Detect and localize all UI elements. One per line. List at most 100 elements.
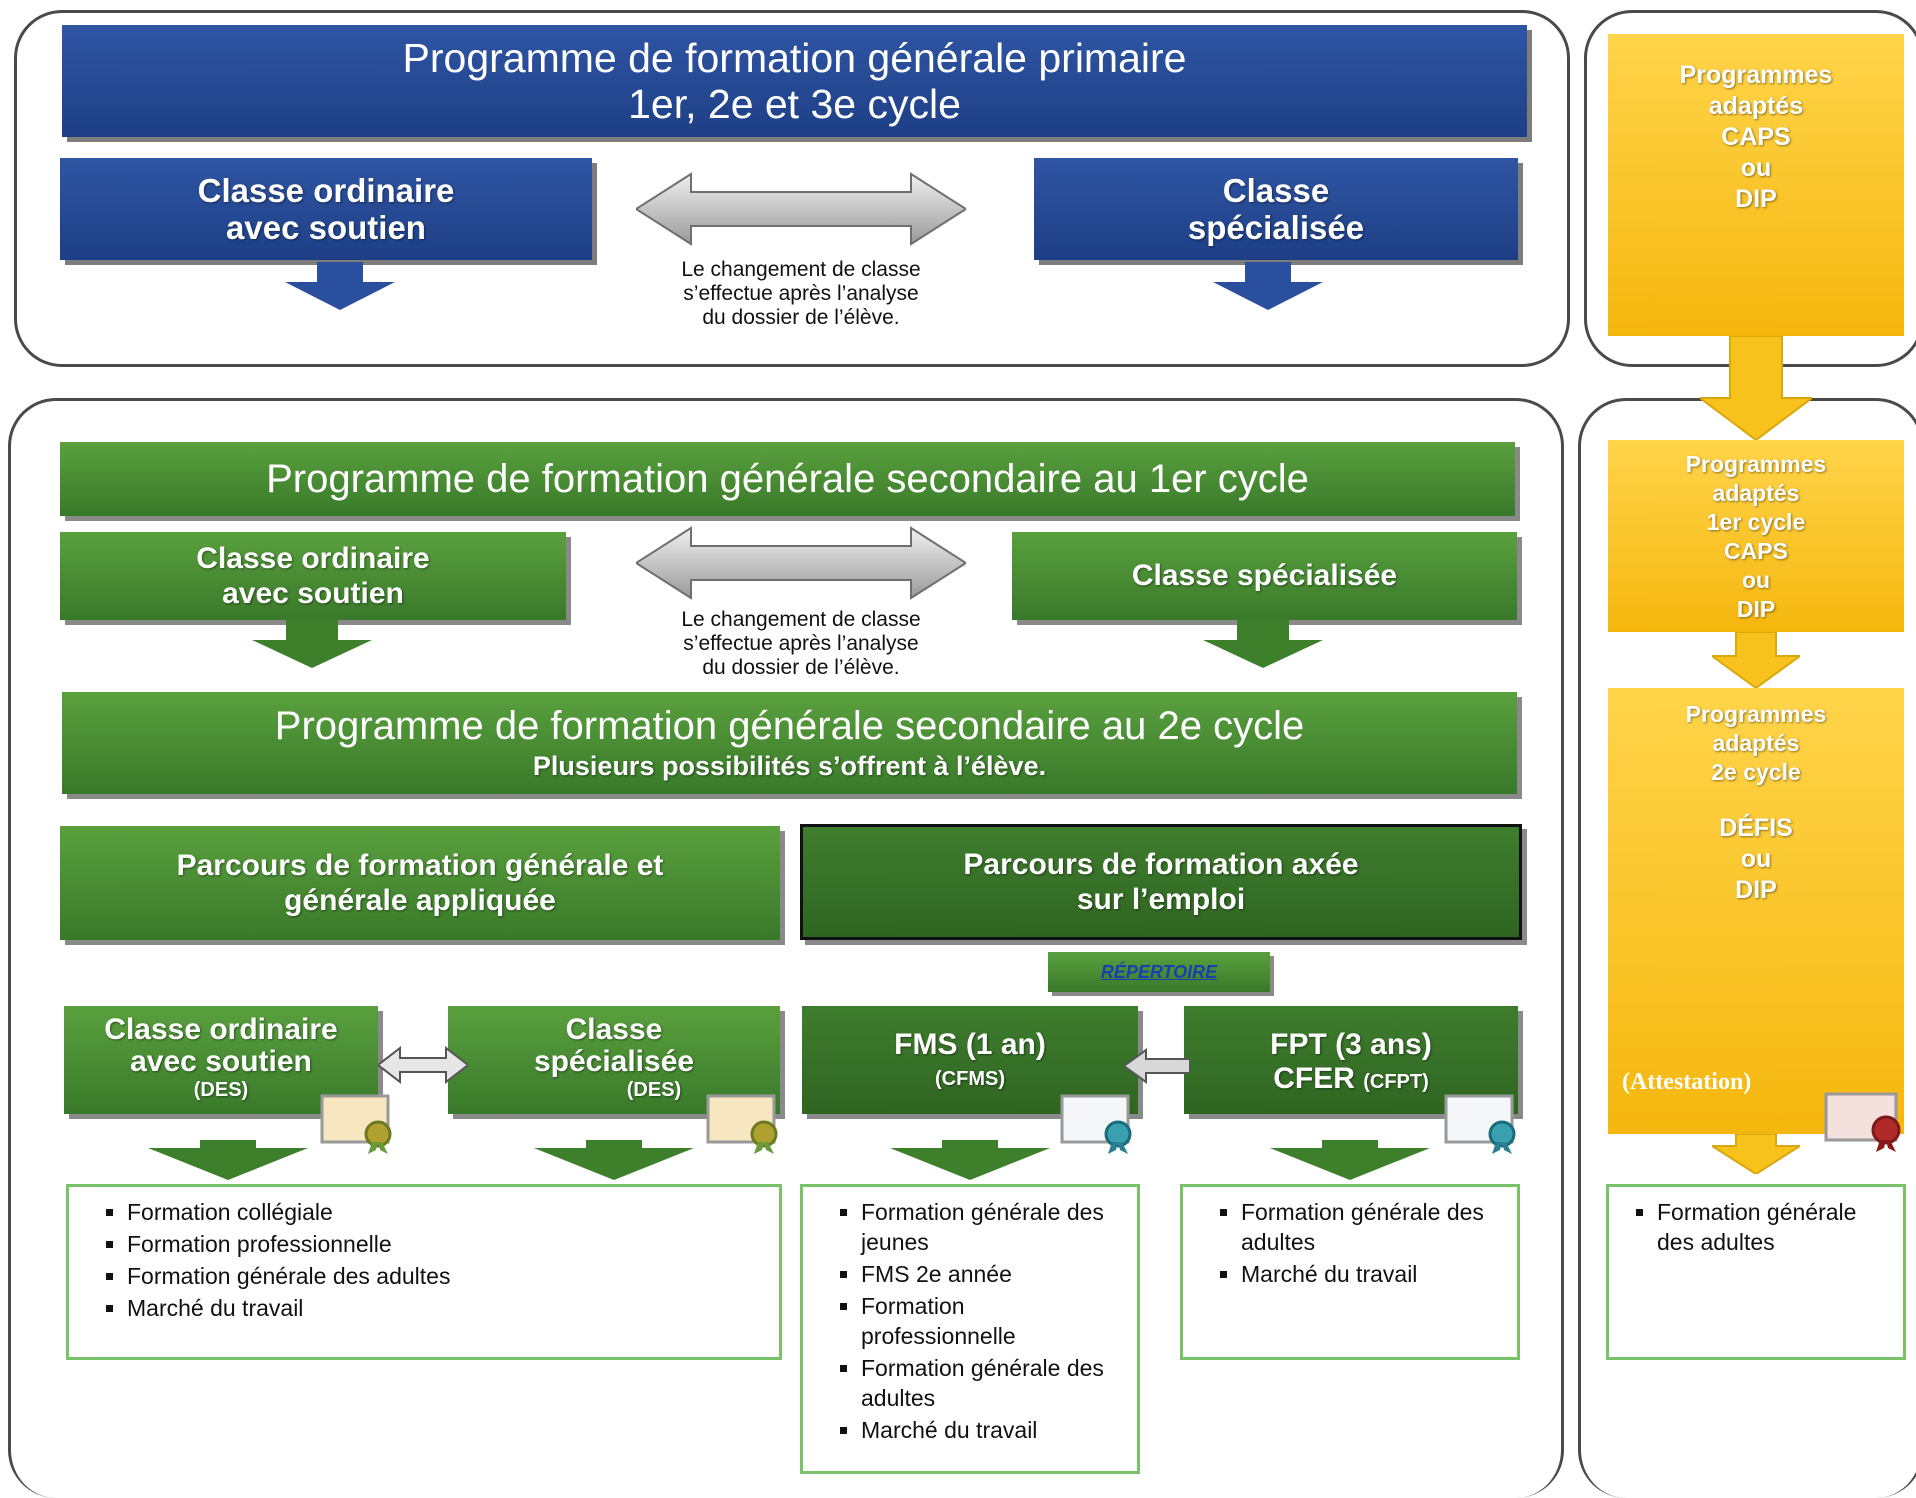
list-item: Marché du travail	[1241, 1259, 1501, 1289]
cfpt-certificate-icon	[1444, 1094, 1516, 1154]
fpt-outcomes-list: Formation générale des adultes Marché du…	[1180, 1184, 1520, 1360]
sec1-note: Le changement de classe s’effectue après…	[618, 608, 984, 680]
primaire-left-line2: avec soutien	[226, 209, 426, 246]
sec1-title-text: Programme de formation générale secondai…	[266, 456, 1309, 501]
specialisee-diploma: (DES)	[626, 1079, 682, 1101]
adaptes-box3-line2: adaptés	[1712, 730, 1800, 756]
list-item: Formation collégiale	[127, 1197, 769, 1227]
adaptes-box2-line6: DIP	[1736, 596, 1776, 622]
primaire-note: Le changement de classe s’effectue après…	[618, 258, 984, 330]
ordinaire-line1: Classe ordinaire	[104, 1013, 338, 1046]
adaptes-box1-line2: adaptés	[1708, 92, 1804, 120]
sec1-left-down-arrow	[252, 620, 372, 668]
fms-down-arrow	[890, 1140, 1050, 1180]
primaire-left-box: Classe ordinaire avec soutien	[60, 158, 592, 260]
list-item: Formation professionnelle	[861, 1291, 1121, 1351]
sec1-left-line2: avec soutien	[222, 577, 404, 610]
adaptes-box1-line5: DIP	[1735, 185, 1777, 213]
fms-outcomes-list: Formation générale des jeunes FMS 2e ann…	[800, 1184, 1140, 1474]
parcours-emploi-line2: sur l’emploi	[1076, 883, 1246, 916]
fms-title: FMS (1 an)	[894, 1028, 1046, 1061]
adaptes-box2-line4: CAPS	[1724, 538, 1788, 564]
list-item: Formation générale des adultes	[861, 1353, 1121, 1413]
list-item: Marché du travail	[861, 1415, 1121, 1445]
sec1-title: Programme de formation générale secondai…	[60, 442, 1515, 516]
sec2-title-text: Programme de formation générale secondai…	[274, 704, 1305, 748]
fpt-to-fms-arrow	[1124, 1048, 1190, 1084]
repertoire-button[interactable]: RÉPERTOIRE	[1048, 952, 1270, 992]
adaptes-box1-line4: ou	[1740, 154, 1772, 182]
fpt-box: FPT (3 ans) CFER (CFPT)	[1184, 1006, 1518, 1114]
attestation-label: (Attestation)	[1622, 1069, 1752, 1095]
bottom-double-arrow	[378, 1046, 468, 1084]
primaire-title: Programme de formation générale primaire…	[62, 25, 1527, 137]
ordinaire-down-arrow	[148, 1140, 308, 1180]
adaptes-down-arrow-2	[1712, 632, 1800, 688]
fpt-title: FPT (3 ans)	[1270, 1028, 1432, 1061]
sec1-note-line1: Le changement de classe	[681, 608, 921, 631]
adaptes-box3-line1: Programmes	[1685, 701, 1827, 727]
general-outcomes-list: Formation collégiale Formation professio…	[66, 1184, 782, 1360]
adaptes-box3-line6: DIP	[1735, 876, 1777, 904]
primaire-right-down-arrow	[1213, 262, 1323, 310]
ordinaire-line2: avec soutien	[130, 1045, 312, 1078]
primaire-right-line1: Classe	[1222, 172, 1330, 209]
list-item: Formation générale des jeunes	[861, 1197, 1121, 1257]
adaptes-box-2: Programmes adaptés 1er cycle CAPS ou DIP	[1608, 440, 1904, 632]
primaire-double-arrow	[636, 172, 966, 246]
list-item: Formation générale des adultes	[1657, 1197, 1893, 1257]
primaire-note-line3: du dossier de l’élève.	[702, 306, 900, 329]
primaire-panel	[14, 10, 1570, 367]
cfer-title: CFER	[1273, 1062, 1355, 1095]
sec1-right-text: Classe spécialisée	[1131, 559, 1398, 592]
primaire-note-line2: s’effectue après l’analyse	[683, 282, 919, 305]
parcours-general-box: Parcours de formation générale et généra…	[60, 826, 780, 940]
primaire-note-line1: Le changement de classe	[681, 258, 921, 281]
ordinaire-diploma: (DES)	[193, 1079, 249, 1101]
adaptes-box2-line3: 1er cycle	[1706, 509, 1806, 535]
sec2-title: Programme de formation générale secondai…	[62, 692, 1517, 794]
cfms-certificate-icon	[1060, 1094, 1132, 1154]
list-item: FMS 2e année	[861, 1259, 1121, 1289]
primaire-left-down-arrow	[285, 262, 395, 310]
adaptes-box3-mid: DÉFIS ou DIP	[1608, 813, 1904, 906]
repertoire-link[interactable]: RÉPERTOIRE	[1100, 961, 1218, 982]
primaire-right-box: Classe spécialisée	[1034, 158, 1518, 260]
primaire-title-line2: 1er, 2e et 3e cycle	[628, 81, 961, 127]
secondaire-panel	[8, 398, 1564, 1498]
adaptes-down-arrow-3	[1712, 1134, 1800, 1174]
list-item: Marché du travail	[127, 1293, 769, 1323]
adaptes-box-3: Programmes adaptés 2e cycle DÉFIS ou DIP…	[1608, 688, 1904, 1134]
des-certificate-icon-1	[320, 1094, 392, 1154]
parcours-general-line2: générale appliquée	[284, 884, 556, 917]
list-item: Formation générale des adultes	[1241, 1197, 1501, 1257]
cfer-line: CFER (CFPT)	[1184, 1062, 1518, 1099]
adaptes-box3-line4: DÉFIS	[1719, 814, 1793, 842]
specialisee-down-arrow	[534, 1140, 694, 1180]
sec1-double-arrow	[636, 526, 966, 600]
primaire-right-line2: spécialisée	[1187, 209, 1365, 246]
sec1-note-line3: du dossier de l’élève.	[702, 656, 900, 679]
sec1-note-line2: s’effectue après l’analyse	[683, 632, 919, 655]
adaptes-box2-line2: adaptés	[1712, 480, 1800, 506]
parcours-general-line1: Parcours de formation générale et	[176, 849, 664, 882]
sec1-right-box: Classe spécialisée	[1012, 532, 1517, 620]
adaptes-box-1: Programmes adaptés CAPS ou DIP	[1608, 34, 1904, 336]
adaptes-box3-line5: ou	[1740, 845, 1772, 873]
attestation-certificate-icon	[1824, 1092, 1901, 1152]
fpt-diploma: (CFPT)	[1363, 1071, 1429, 1093]
specialisee-line1: Classe	[565, 1013, 663, 1046]
primaire-left-line1: Classe ordinaire	[197, 172, 455, 209]
adaptes-box2-line5: ou	[1741, 567, 1771, 593]
adaptes-box1-line3: CAPS	[1721, 123, 1791, 151]
adaptes-outcomes-list: Formation générale des adultes	[1606, 1184, 1906, 1360]
list-item: Formation générale des adultes	[127, 1261, 769, 1291]
sec1-right-down-arrow	[1203, 620, 1323, 668]
sec1-left-box: Classe ordinaire avec soutien	[60, 532, 566, 620]
specialisee-line2: spécialisée	[533, 1045, 695, 1078]
fpt-down-arrow	[1270, 1140, 1430, 1180]
adaptes-box2-line1: Programmes	[1685, 451, 1827, 477]
list-item: Formation professionnelle	[127, 1229, 769, 1259]
sec1-left-line1: Classe ordinaire	[196, 542, 430, 575]
adaptes-box3-line3: 2e cycle	[1711, 759, 1801, 785]
